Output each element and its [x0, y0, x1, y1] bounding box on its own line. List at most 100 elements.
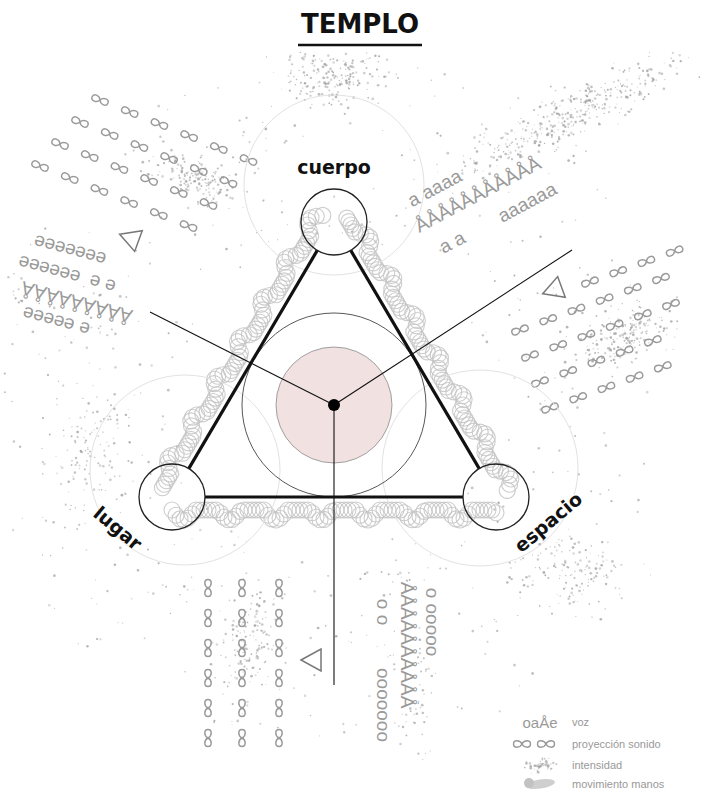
intensity-dot: [326, 76, 329, 79]
intensity-dot: [639, 301, 640, 302]
intensity-dot: [306, 85, 309, 88]
intensity-dot: [508, 439, 510, 441]
coil-loop: [488, 505, 504, 521]
intensity-dot: [579, 559, 582, 562]
intensity-dot: [497, 502, 499, 504]
intensity-dot: [171, 356, 173, 358]
intensity-dot: [255, 613, 257, 615]
intensity-dot: [546, 134, 549, 137]
intensity-dot: [13, 440, 16, 443]
intensity-dot: [637, 499, 640, 502]
intensity-dot: [241, 624, 243, 626]
intensity-dot: [180, 482, 181, 483]
intensity-dot: [484, 132, 486, 134]
intensity-dot: [18, 288, 20, 290]
intensity-dot: [231, 197, 234, 200]
intensity-dot: [537, 555, 539, 557]
intensity-dot: [585, 89, 588, 92]
intensity-dot: [506, 581, 509, 584]
intensity-dot: [242, 135, 243, 136]
intensity-dot: [543, 116, 545, 118]
intensity-dot: [261, 623, 264, 626]
intensity-dot: [539, 122, 542, 125]
intensity-dot: [499, 155, 502, 158]
intensity-dot: [197, 177, 200, 180]
intensity-dot: [256, 629, 258, 631]
intensity-dot: [49, 434, 51, 436]
intensity-dot: [60, 466, 61, 467]
intensity-dot: [163, 162, 165, 164]
intensity-dot: [190, 183, 191, 184]
intensity-dot: [310, 107, 312, 109]
intensity-dot: [126, 553, 129, 556]
intensity-dot: [265, 150, 267, 152]
intensity-dot: [312, 63, 314, 65]
intensity-dot: [361, 615, 363, 617]
intensity-dot: [520, 299, 522, 301]
intensity-dot: [219, 189, 221, 191]
intensity-dot: [648, 319, 650, 321]
coil-loop: [154, 480, 170, 496]
intensity-dot: [243, 641, 244, 642]
intensity-dot: [304, 82, 306, 84]
intensity-dot: [216, 192, 217, 193]
intensity-dot: [219, 192, 220, 193]
intensity-dot: [610, 360, 612, 362]
intensity-dot: [217, 184, 219, 186]
intensity-dot: [605, 91, 607, 93]
intensity-dot: [669, 310, 671, 312]
intensity-dot: [81, 451, 83, 453]
intensity-dot: [503, 151, 505, 153]
intensity-dot: [575, 600, 576, 601]
intensity-dot: [80, 427, 82, 429]
intensity-dot: [232, 634, 233, 635]
intensity-dot: [427, 667, 429, 669]
intensity-dot: [344, 113, 346, 115]
intensity-dot: [192, 324, 193, 325]
intensity-dot: [539, 402, 541, 404]
intensity-dot: [319, 58, 320, 59]
intensity-dot: [263, 602, 264, 603]
intensity-dot: [325, 72, 327, 74]
intensity-dot: [265, 617, 266, 618]
intensity-dot: [290, 70, 291, 71]
intensity-dot: [173, 177, 174, 178]
intensity-dot: [639, 321, 642, 324]
intensity-dot: [490, 271, 491, 272]
intensity-dot: [563, 348, 565, 350]
intensity-dot: [259, 668, 261, 670]
intensity-dot: [582, 114, 584, 116]
intensity-dot: [366, 59, 367, 60]
intensity-dot: [413, 714, 415, 716]
intensity-dot: [224, 618, 226, 620]
intensity-dot: [100, 420, 102, 422]
intensity-dot: [328, 89, 330, 91]
intensity-dot: [56, 398, 58, 400]
intensity-dot: [617, 89, 618, 90]
intensity-dot: [552, 101, 554, 103]
intensity-dot: [157, 164, 158, 165]
intensity-dot: [654, 323, 656, 325]
intensity-dot: [63, 435, 64, 436]
intensity-dot: [87, 402, 90, 405]
intensity-dot: [481, 123, 483, 125]
intensity-dot: [225, 248, 227, 250]
intensity-dot: [487, 142, 489, 144]
intensity-dot: [473, 136, 476, 139]
intensity-dot: [519, 123, 520, 124]
intensity-dot: [597, 189, 598, 190]
intensity-dot: [75, 457, 77, 459]
intensity-dot: [208, 191, 210, 193]
intensity-dot: [259, 82, 261, 84]
intensity-dot: [353, 81, 354, 82]
intensity-dot: [65, 504, 67, 506]
intensity-dot: [554, 563, 556, 565]
intensity-dot: [471, 487, 474, 490]
intensity-dot: [635, 358, 637, 360]
intensity-dot: [474, 169, 476, 171]
intensity-dot: [354, 67, 355, 68]
intensity-dot: [526, 356, 527, 357]
intensity-dot: [680, 60, 682, 62]
intensity-dot: [50, 555, 51, 556]
intensity-dot: [214, 173, 216, 175]
